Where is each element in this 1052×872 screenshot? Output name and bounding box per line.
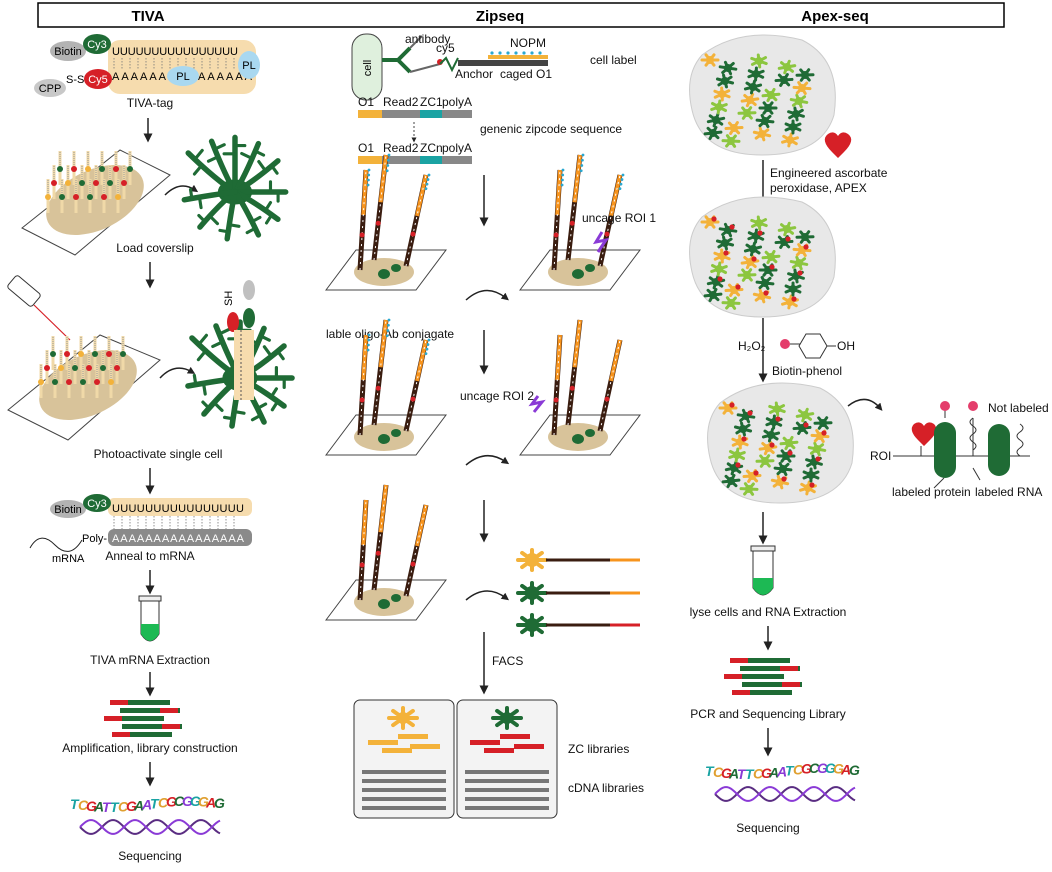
svg-text:ZC1: ZC1	[420, 95, 443, 109]
svg-text:SH: SH	[223, 291, 235, 306]
uncage2-caption: uncage ROI 2	[460, 389, 534, 403]
uncage1-caption: uncage ROI 1	[582, 211, 656, 225]
svg-text:PL: PL	[176, 71, 189, 83]
svg-text:caged O1: caged O1	[500, 67, 552, 81]
laser-icon	[7, 275, 70, 340]
apex-column: Engineered ascorbate peroxidase, APEX H₂…	[690, 35, 1049, 835]
svg-text:cell: cell	[362, 60, 374, 77]
svg-text:O1: O1	[358, 141, 374, 155]
apex-caption-2: peroxidase, APEX	[770, 181, 867, 195]
tiva-sequencing-caption: Sequencing	[118, 849, 181, 863]
svg-text:UUUUUUUUUUUUUUUU: UUUUUUUUUUUUUUUU	[112, 503, 244, 515]
sorted-cells	[518, 550, 640, 635]
labeled-protein-caption: labeled protein	[892, 485, 971, 499]
apex-enzyme-icon	[825, 132, 851, 158]
tube-icon	[139, 596, 161, 641]
svg-text:polyA: polyA	[442, 141, 472, 155]
header-tiva: TIVA	[131, 8, 164, 25]
cell-label-group: cell antibody cy5 NOPM Anchor caged O1 c…	[352, 32, 637, 100]
curve-arrow	[466, 290, 506, 300]
amplicons-icon	[724, 658, 802, 695]
svg-text:Cy5: Cy5	[88, 74, 108, 86]
facs-caption: FACS	[492, 654, 523, 668]
conjugate-caption: lable oligo-Ab conjagate	[326, 327, 454, 341]
amplification-caption: Amplification, library construction	[62, 741, 237, 755]
neuron-1	[184, 137, 285, 238]
svg-text:Poly-: Poly-	[82, 533, 107, 545]
slide-row3	[326, 485, 446, 620]
biotin-phenol-caption: Biotin-phenol	[772, 364, 842, 378]
curve-arrow	[466, 456, 506, 465]
not-labeled-caption: Not labeled	[988, 401, 1049, 415]
svg-text:OH: OH	[837, 339, 855, 353]
tiva-tag-caption: TIVA-tag	[127, 96, 173, 110]
pcr-caption: PCR and Sequencing Library	[690, 707, 845, 721]
zipseq-column: cell antibody cy5 NOPM Anchor caged O1 c…	[326, 32, 656, 818]
coverslip-scene-1: Load coverslip	[22, 137, 286, 255]
apex-sequencing-caption: Sequencing	[736, 821, 799, 835]
roi-diagram: ROI Not labeled labeled protein labeled …	[870, 401, 1049, 499]
svg-text:CPP: CPP	[39, 83, 62, 95]
svg-text:ROI: ROI	[870, 449, 891, 463]
h2o2-caption: H₂O₂	[738, 339, 766, 353]
header-apexseq: Apex-seq	[801, 8, 869, 25]
cell-label-caption: cell label	[590, 53, 637, 67]
photo-caption: Photoactivate single cell	[94, 447, 223, 461]
svg-text:Read2: Read2	[383, 95, 419, 109]
svg-text:Cy3: Cy3	[87, 39, 107, 51]
svg-text:G: G	[849, 762, 860, 778]
header-bar: TIVA Zipseq Apex-seq	[38, 3, 1004, 27]
labeled-rna-caption: labeled RNA	[975, 485, 1042, 499]
biotin-phenol-icon: OH	[780, 334, 855, 358]
extraction-caption: TIVA mRNA Extraction	[90, 653, 210, 667]
anneal-group: Biotin Cy3 UUUUUUUUUUUUUUUU AAAAAAAAAAAA…	[30, 494, 252, 565]
svg-text:AAAAAAAAAAAAAAAA: AAAAAAAAAAAAAAAA	[112, 533, 245, 545]
svg-text:Biotin: Biotin	[54, 46, 82, 58]
coverslip-scene-2: SH Photoactivate single cell	[7, 275, 292, 461]
svg-text:NOPM: NOPM	[510, 36, 546, 50]
slide-conjugate	[326, 154, 446, 290]
tiva-column: Biotin Cy3 UUUUUUUUUUUUUUUU AAAAAA AAAAA…	[7, 34, 292, 863]
apex-caption-1: Engineered ascorbate	[770, 166, 888, 180]
svg-text:ZCn: ZCn	[420, 141, 443, 155]
curve-arrow	[848, 399, 880, 408]
svg-text:cy5: cy5	[436, 41, 455, 55]
curve-arrow	[466, 591, 506, 600]
svg-text:PL: PL	[242, 60, 255, 72]
tissue-1	[690, 35, 836, 155]
svg-text:polyA: polyA	[442, 95, 472, 109]
svg-text:mRNA: mRNA	[52, 553, 85, 565]
zipcode-n: O1 Read2 ZCn polyA	[358, 141, 472, 164]
svg-text:UUUUUUUUUUUUUUUU: UUUUUUUUUUUUUUUU	[112, 46, 238, 58]
svg-text:Read2: Read2	[383, 141, 419, 155]
tissue-2	[690, 197, 836, 317]
tiva-tag: Biotin Cy3 UUUUUUUUUUUUUUUU AAAAAA AAAAA…	[34, 34, 260, 110]
tube-icon	[751, 546, 775, 595]
svg-text:Cy3: Cy3	[87, 498, 107, 510]
header-zipseq: Zipseq	[476, 8, 524, 25]
svg-text:Anchor: Anchor	[455, 67, 493, 81]
cdna-libraries-caption: cDNA libraries	[568, 781, 644, 795]
load-caption: Load coverslip	[116, 241, 194, 255]
zc-libraries-caption: ZC libraries	[568, 742, 629, 756]
anneal-caption: Anneal to mRNA	[105, 549, 194, 563]
amplicons-icon	[104, 700, 182, 737]
slide-row2-right	[520, 320, 640, 455]
generic-caption: genenic zipcode sequence	[480, 122, 622, 136]
tissue-3	[708, 383, 854, 503]
svg-text:G: G	[214, 795, 225, 811]
svg-text:Biotin: Biotin	[54, 504, 82, 516]
lyse-caption: lyse cells and RNA Extraction	[690, 605, 847, 619]
svg-text:O1: O1	[358, 95, 374, 109]
